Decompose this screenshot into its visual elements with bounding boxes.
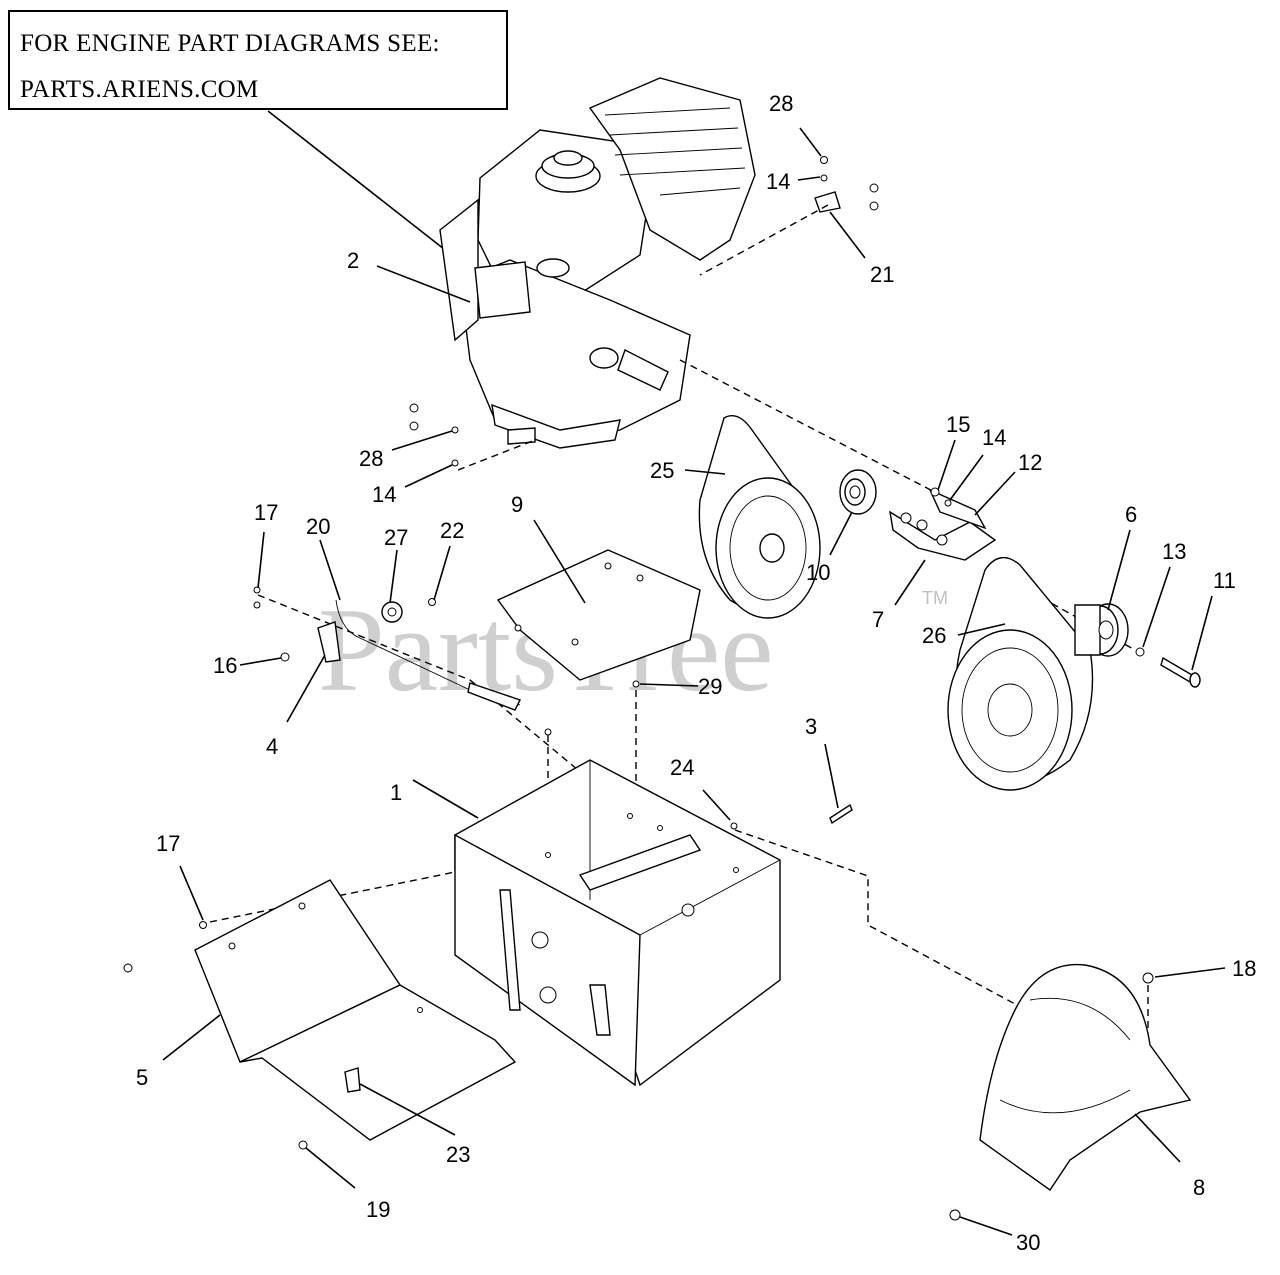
callout-7: 7 (872, 607, 884, 632)
callout-12: 12 (1018, 450, 1042, 475)
callout-25: 25 (650, 458, 674, 483)
callout-14-lower: 14 (372, 482, 396, 507)
callout-8: 8 (1193, 1175, 1205, 1200)
callout-19: 19 (366, 1197, 390, 1222)
pulley-6 (1074, 603, 1129, 657)
watermark-tm: TM (922, 588, 948, 608)
align-16-17 (257, 594, 591, 781)
callout-9: 9 (511, 492, 523, 517)
callout-6: 6 (1125, 502, 1137, 527)
callout-10: 10 (806, 560, 830, 585)
callout-22: 22 (440, 518, 464, 543)
callout-11: 11 (1213, 568, 1236, 593)
align-21 (699, 204, 829, 276)
callout-27: 27 (384, 525, 408, 550)
callouts: 1 2 3 4 5 6 7 8 9 10 11 12 13 14 14 14 1… (136, 91, 1256, 1255)
callout-14-bracket: 14 (982, 425, 1006, 450)
callout-15: 15 (946, 412, 970, 437)
pulley-10 (839, 469, 877, 515)
leader-lines (162, 127, 1226, 1236)
callout-2: 2 (347, 248, 359, 273)
engine (409, 77, 879, 467)
callout-1: 1 (390, 780, 402, 805)
belt-cover-8 (949, 963, 1192, 1221)
bolt-frame-top (544, 728, 552, 736)
plate-9 (496, 549, 701, 681)
bolt-3 (829, 803, 853, 825)
callout-3: 3 (805, 714, 817, 739)
callout-30: 30 (1016, 1230, 1040, 1255)
callout-17-upper: 17 (254, 500, 278, 525)
engine-diagram-note: FOR ENGINE PART DIAGRAMS SEE: PARTS.ARIE… (8, 10, 508, 110)
note-line-2: PARTS.ARIENS.COM (20, 76, 259, 103)
cable-assembly (253, 586, 521, 711)
belt-26 (947, 557, 1094, 791)
align-28-14-lower (457, 439, 536, 471)
nut-24 (730, 822, 738, 830)
callout-18: 18 (1232, 956, 1256, 981)
callout-29: 29 (698, 674, 722, 699)
callout-21: 21 (870, 262, 894, 287)
callout-14-upper: 14 (766, 169, 790, 194)
callout-16: 16 (213, 653, 237, 678)
belt-25 (698, 415, 821, 619)
screw-29 (632, 680, 640, 688)
callout-28-upper: 28 (769, 91, 793, 116)
frame-1 (454, 759, 781, 1087)
callout-13: 13 (1162, 539, 1186, 564)
callout-24: 24 (670, 755, 694, 780)
callout-4: 4 (266, 734, 278, 759)
idler-bracket-7 (889, 487, 997, 561)
align-24-8 (734, 829, 1031, 1013)
callout-5: 5 (136, 1065, 148, 1090)
bolt-11 (1135, 647, 1201, 688)
note-line-1: FOR ENGINE PART DIAGRAMS SEE: (20, 30, 440, 57)
align-crank-bracket (679, 359, 951, 501)
callout-17-lower: 17 (156, 831, 180, 856)
callout-26: 26 (922, 623, 946, 648)
callout-20: 20 (306, 514, 330, 539)
callout-28-lower: 28 (359, 446, 383, 471)
shield-5 (123, 879, 517, 1150)
callout-23: 23 (446, 1142, 470, 1167)
